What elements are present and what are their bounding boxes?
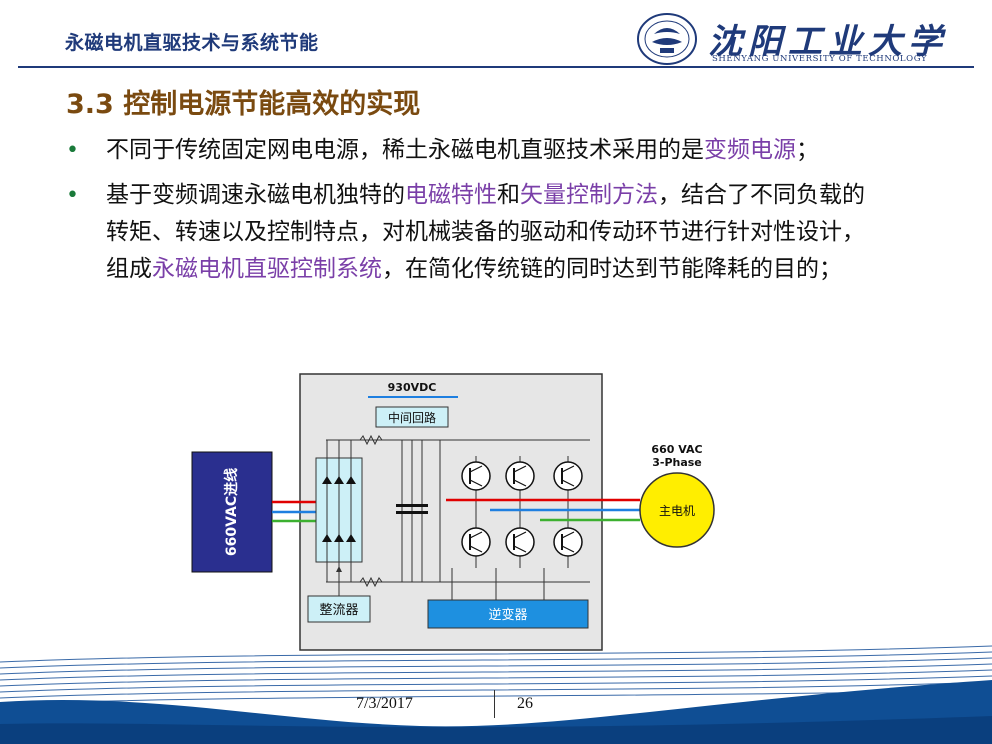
diode-icon [322,534,332,542]
diode-icon [334,476,344,484]
capacitor-icon [396,511,408,514]
resistor-bottom [359,576,383,588]
arrow-up-icon [336,566,342,572]
drive-system-diagram: 660VAC进线 930VDC 中间回路 [191,373,715,651]
bullet-text: 不同于传统固定网电电源，稀土永磁电机直驱技术采用的是 [106,137,704,163]
transistor-icon [553,461,583,491]
header-title: 永磁电机直驱技术与系统节能 [65,32,319,54]
university-logo: 沈阳工业大学 SHENYANG UNIVERSITY OF TECHNOLOGY [636,12,956,66]
bullet-item: • 基于变频调速永磁电机独特的电磁特性和矢量控制方法，结合了不同负载的转矩、转速… [66,177,886,288]
resistor-top [359,434,383,446]
bullet-dot-icon: • [66,138,79,163]
logo-chinese-name: 沈阳工业大学 [708,22,948,62]
intermediate-circuit-label: 中间回路 [388,410,436,425]
diode-icon [322,476,332,484]
dc-voltage-label: 930VDC [388,381,437,394]
bullet-text: 和 [497,182,520,208]
capacitor-icon [416,511,428,514]
transistor-icon [505,527,535,557]
output-phase-label: 3-Phase [652,456,702,469]
bullet-highlight: 变频电源 [704,137,796,163]
bullet-text: ； [796,137,819,163]
footer-separator [494,690,495,718]
inverter-box [427,599,589,629]
capacitor-icon [416,504,428,507]
transistor-icon [461,527,491,557]
footer-date: 7/3/2017 [356,695,413,712]
header-divider [18,66,974,68]
bullet-highlight: 永磁电机直驱控制系统 [152,256,382,282]
capacitor-icon [396,504,408,507]
section-title: 3.3 控制电源节能高效的实现 [66,89,421,120]
transistor-icon [553,527,583,557]
footer-wave-band [0,645,992,744]
page-number: 26 [517,695,533,712]
main-motor [639,472,715,548]
diode-icon [334,534,344,542]
capacitor-icon [406,511,418,514]
rectifier-label: 整流器 [319,603,358,618]
logo-english-name: SHENYANG UNIVERSITY OF TECHNOLOGY [712,54,928,64]
transistor-icon [461,461,491,491]
bullet-text: ，结合了不同负载的转矩、转速以及控制特点，对机械装备的驱动和传动环节进行针对性设… [106,182,865,282]
bullet-list: • 不同于传统固定网电电源，稀土永磁电机直驱技术采用的是变频电源； • 基于变频… [66,132,886,296]
bullet-dot-icon: • [66,183,79,208]
source-box [191,451,273,573]
bullet-highlight: 矢量控制方法 [520,182,658,208]
output-voltage-label: 660 VAC [651,443,702,456]
bullet-text: ，在简化传统链的同时达到节能降耗的目的； [382,256,842,282]
bullet-item: • 不同于传统固定网电电源，稀土永磁电机直驱技术采用的是变频电源； [66,132,886,169]
transistor-icon [505,461,535,491]
bullet-highlight: 电磁特性 [405,182,497,208]
diode-icon [346,476,356,484]
capacitor-icon [406,504,418,507]
source-label: 660VAC进线 [223,468,240,556]
intermediate-circuit-box [375,406,449,428]
main-motor-label: 主电机 [659,504,695,518]
diode-icon [346,534,356,542]
bullet-text: 基于变频调速永磁电机独特的 [106,182,405,208]
inverter-label: 逆变器 [488,607,527,623]
university-seal-icon [637,13,697,65]
rectifier-box [307,595,371,623]
